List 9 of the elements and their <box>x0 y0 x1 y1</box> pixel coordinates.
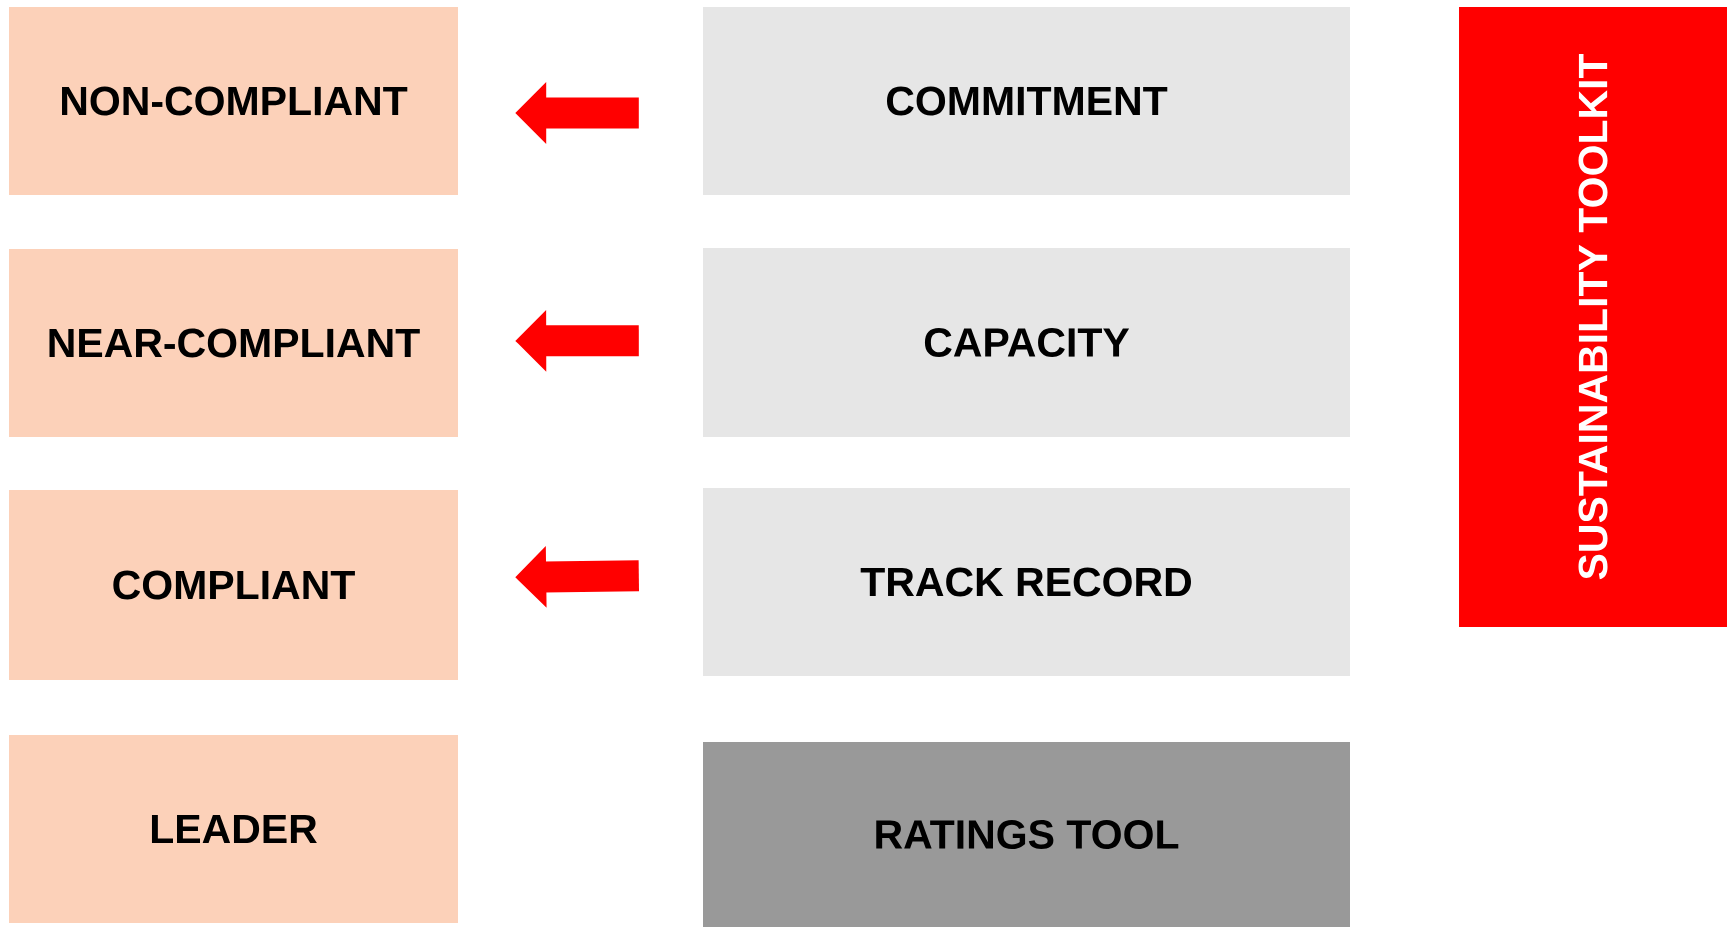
tool-box: RATINGS TOOL <box>703 742 1350 927</box>
category-box: NON-COMPLIANT <box>9 7 458 195</box>
criterion-box: CAPACITY <box>703 248 1350 437</box>
toolkit-banner: SUSTAINABILITY TOOLKIT <box>1459 7 1727 627</box>
criterion-box: TRACK RECORD <box>703 488 1350 676</box>
category-box: LEADER <box>9 735 458 923</box>
criterion-box: COMMITMENT <box>703 7 1350 195</box>
category-box: NEAR-COMPLIANT <box>9 249 458 437</box>
category-box: COMPLIANT <box>9 490 458 680</box>
